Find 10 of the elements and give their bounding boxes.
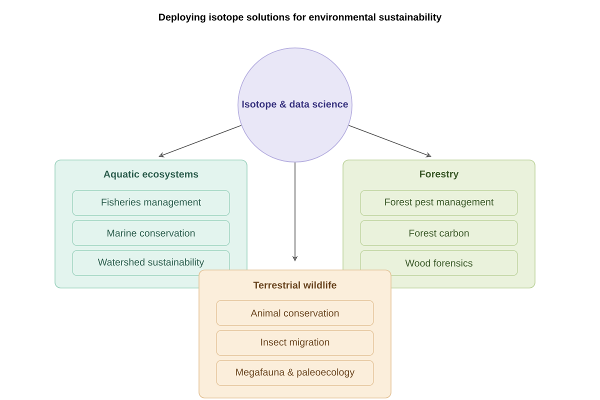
item-box: Wood forensics xyxy=(360,250,518,276)
item-box: Animal conservation xyxy=(216,300,374,326)
item-box: Forest pest management xyxy=(360,190,518,216)
item-box: Forest carbon xyxy=(360,220,518,246)
item-box: Megafauna & paleoecology xyxy=(216,360,374,386)
title: Deploying isotope solutions for environmental sustainability xyxy=(159,13,442,23)
item-box: Marine conservation xyxy=(72,220,230,246)
item-box: Watershed sustainability xyxy=(72,250,230,276)
item-box: Fisheries management xyxy=(72,190,230,216)
item-box: Insect migration xyxy=(216,330,374,356)
